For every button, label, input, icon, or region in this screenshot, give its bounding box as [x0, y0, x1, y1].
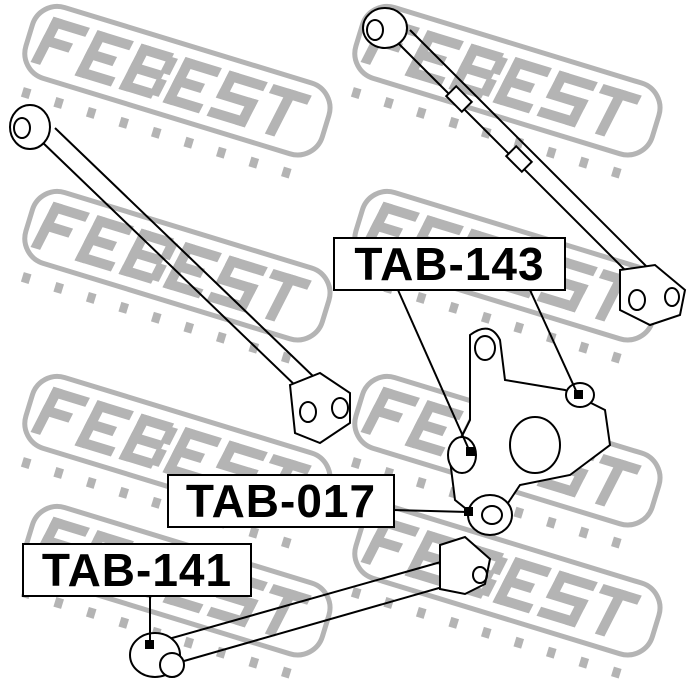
part-label-tab-143[interactable]: TAB-143 [333, 237, 566, 291]
part-label-tab-141[interactable]: TAB-141 [22, 543, 252, 597]
rear-knuckle [447, 327, 612, 536]
bushing-markers [145, 390, 583, 649]
upper-adjustable-arm [362, 7, 687, 327]
watermark-logo [20, 188, 333, 364]
leader-lines [149, 289, 579, 642]
watermark-logo [350, 503, 663, 679]
watermark-logo [20, 3, 333, 179]
lower-arm [129, 535, 492, 678]
watermark-logo [350, 3, 663, 179]
left-lateral-arm [9, 104, 351, 445]
part-label-tab-017[interactable]: TAB-017 [167, 474, 395, 528]
